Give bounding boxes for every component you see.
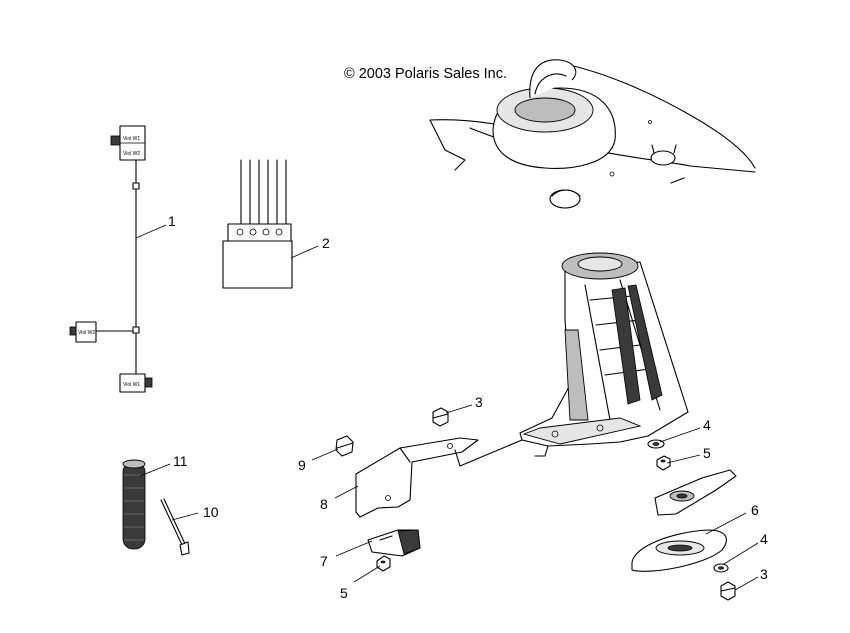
- wire-harness: Viol W1 Viol W2 Viol W2 Viol W1: [69, 125, 153, 393]
- callout-7: 7: [320, 553, 328, 569]
- copyright-notice: © 2003 Polaris Sales Inc.: [344, 66, 508, 82]
- body-shell: [429, 59, 756, 209]
- mount-bracket: [355, 437, 523, 518]
- connector-bottom-w1-label: Viol W1: [123, 382, 140, 388]
- steering-column-bracket: [519, 252, 689, 457]
- grip: [122, 459, 146, 550]
- callout-1: 1: [168, 213, 176, 229]
- connector-block: [222, 159, 293, 289]
- bolt-3-upper: [432, 407, 449, 427]
- nut-5-lower: [376, 555, 391, 572]
- callout-numbers: 1 2 3 4 5 6 4 3 8 7 5 9 11 10: [168, 213, 768, 601]
- callout-3-lower: 3: [760, 566, 768, 582]
- callout-3-upper: 3: [475, 394, 483, 410]
- callout-10: 10: [203, 504, 219, 520]
- washer-4-lower: [713, 563, 729, 573]
- callout-9: 9: [298, 457, 306, 473]
- callout-5-upper: 5: [703, 445, 711, 461]
- callout-4-lower: 4: [760, 531, 768, 547]
- connector-top: Viol W1 Viol W2: [110, 125, 146, 161]
- connector-mid-w2-label: Viol W2: [78, 330, 95, 336]
- tie-strap: [160, 498, 190, 556]
- callout-6: 6: [751, 502, 759, 518]
- bolt-3-lower: [720, 581, 736, 601]
- nut-5-upper: [656, 455, 671, 471]
- callout-8: 8: [320, 496, 328, 512]
- leader-lines: [135, 224, 759, 591]
- connector-top-w2-label: Viol W2: [123, 151, 140, 157]
- connector-top-w1-label: Viol W1: [123, 136, 140, 142]
- callout-4-upper: 4: [703, 417, 711, 433]
- connector-mid: Viol W2: [69, 321, 97, 343]
- bolt-9: [335, 435, 354, 457]
- clamp: [367, 529, 421, 557]
- callout-11: 11: [173, 453, 188, 469]
- connector-bottom: Viol W1: [119, 373, 153, 393]
- callout-2: 2: [322, 235, 330, 251]
- callout-5-lower: 5: [340, 585, 348, 601]
- steering-arm: [631, 469, 737, 572]
